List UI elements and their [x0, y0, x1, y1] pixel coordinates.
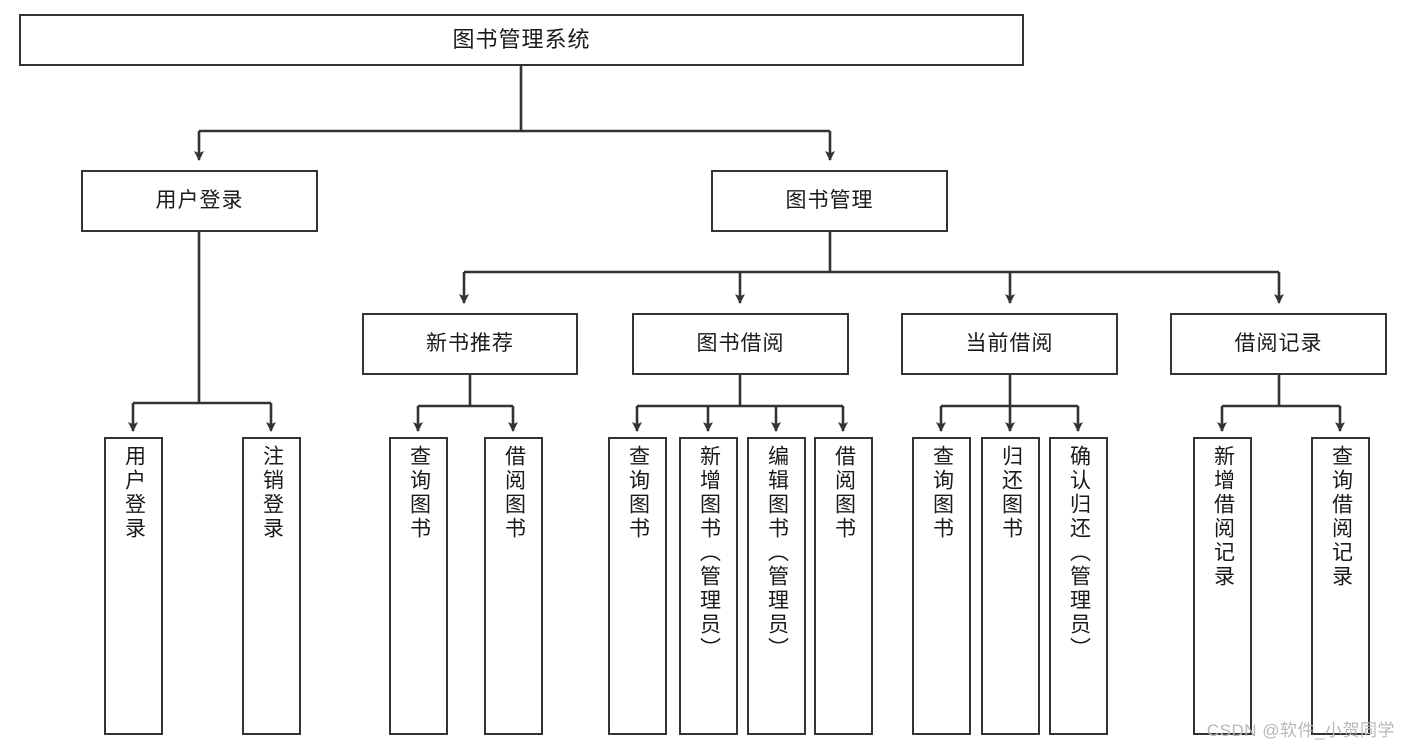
node-leaf-query-book-current[interactable]: 查询图书 — [912, 437, 971, 735]
node-book-management[interactable]: 图书管理 — [711, 170, 948, 232]
node-label: 当前借阅 — [965, 332, 1054, 356]
node-root-book-management-system[interactable]: 图书管理系统 — [19, 14, 1024, 66]
node-label: 借阅记录 — [1234, 332, 1323, 356]
node-label: 查询图书 — [626, 445, 650, 541]
node-leaf-logout-login[interactable]: 注销登录 — [242, 437, 301, 735]
csdn-watermark: CSDN @软件_小贺同学 — [1206, 721, 1395, 740]
node-leaf-user-login[interactable]: 用户登录 — [104, 437, 163, 735]
node-new-book-recommend[interactable]: 新书推荐 — [362, 313, 578, 375]
node-label: 编辑图书（管理员） — [765, 445, 789, 661]
node-label: 查询图书 — [930, 445, 954, 541]
node-label: 确认归还（管理员） — [1067, 445, 1091, 661]
node-leaf-query-book-borrow[interactable]: 查询图书 — [608, 437, 667, 735]
node-leaf-confirm-return-admin[interactable]: 确认归还（管理员） — [1049, 437, 1108, 735]
node-label: 新书推荐 — [426, 332, 514, 356]
node-label: 归还图书 — [999, 445, 1023, 541]
node-leaf-edit-book-admin[interactable]: 编辑图书（管理员） — [747, 437, 806, 735]
node-label: 新增借阅记录 — [1211, 445, 1235, 589]
node-label: 查询借阅记录 — [1329, 445, 1353, 589]
node-label: 用户登录 — [122, 445, 146, 541]
node-current-borrow[interactable]: 当前借阅 — [901, 313, 1118, 375]
node-label: 图书借阅 — [696, 332, 785, 356]
node-label: 注销登录 — [260, 445, 284, 541]
node-book-borrow[interactable]: 图书借阅 — [632, 313, 849, 375]
node-leaf-return-book[interactable]: 归还图书 — [981, 437, 1040, 735]
node-leaf-add-borrow-record[interactable]: 新增借阅记录 — [1193, 437, 1252, 735]
node-label: 查询图书 — [407, 445, 431, 541]
node-label: 新增图书（管理员） — [697, 445, 721, 661]
node-label: 借阅图书 — [502, 445, 526, 541]
node-label: 用户登录 — [155, 189, 244, 213]
node-user-login[interactable]: 用户登录 — [81, 170, 318, 232]
node-label: 图书管理系统 — [452, 26, 591, 52]
node-label: 图书管理 — [785, 189, 874, 213]
node-borrow-record[interactable]: 借阅记录 — [1170, 313, 1387, 375]
node-leaf-query-book-recommend[interactable]: 查询图书 — [389, 437, 448, 735]
node-leaf-borrow-book[interactable]: 借阅图书 — [814, 437, 873, 735]
node-leaf-query-borrow-record[interactable]: 查询借阅记录 — [1311, 437, 1370, 735]
node-leaf-borrow-book-recommend[interactable]: 借阅图书 — [484, 437, 543, 735]
node-label: 借阅图书 — [832, 445, 856, 541]
node-leaf-add-book-admin[interactable]: 新增图书（管理员） — [679, 437, 738, 735]
